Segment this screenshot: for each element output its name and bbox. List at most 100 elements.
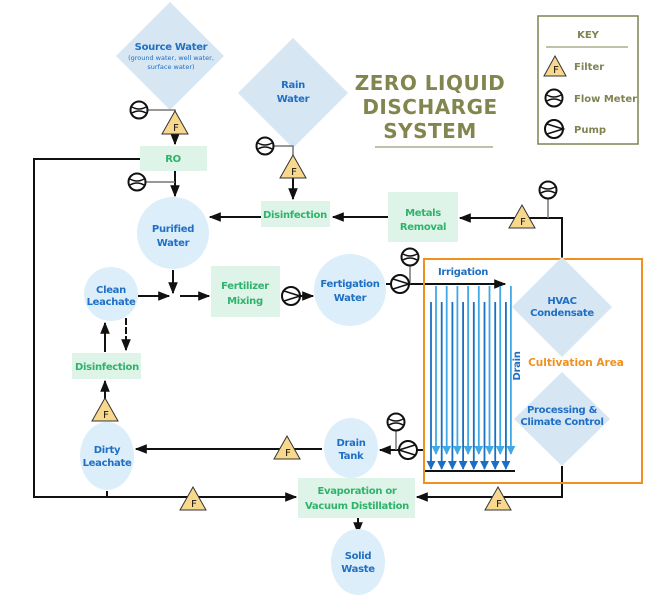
- processing-line-2: Climate Control: [520, 417, 603, 428]
- metals-removal-line-2: Removal: [400, 222, 446, 233]
- fertilizer-mixing-line-2: Mixing: [227, 296, 263, 307]
- ro-node: RO: [140, 146, 207, 171]
- flow-meter-hvac: [538, 180, 558, 218]
- fertilizer-mixing-node: Fertilizer Mixing: [211, 266, 280, 317]
- solid-waste-line-2: Waste: [341, 564, 375, 575]
- solid-waste-circle: [331, 529, 385, 595]
- solid-waste-node: Solid Waste: [331, 529, 385, 595]
- dirty-leachate-circle: [80, 422, 134, 490]
- key-filter-label: Filter: [574, 62, 604, 73]
- drain-tank-line-2: Tank: [339, 451, 364, 462]
- processing-climate-diamond: [514, 372, 610, 466]
- evaporation-line-1: Evaporation or: [317, 486, 396, 497]
- purified-water-line-1: Purified: [152, 224, 194, 235]
- filter-letter: F: [103, 410, 109, 421]
- rain-water-line-2: Water: [277, 94, 310, 105]
- flow-lines: [33, 133, 563, 535]
- filter-evaporation-left: F: [179, 485, 207, 511]
- title-line-2: DISCHARGE: [362, 95, 497, 119]
- key-pump-icon: [544, 119, 566, 139]
- key-filter-icon: F: [543, 54, 567, 77]
- hvac-line-1: HVAC: [547, 296, 576, 307]
- evaporation-line-2: Vacuum Distillation: [305, 501, 409, 512]
- filter-drain-tank: F: [273, 434, 301, 460]
- filter-letter: F: [285, 448, 291, 459]
- dirty-leachate-line-1: Dirty: [94, 445, 121, 456]
- disinfection-top-label: Disinfection: [263, 210, 327, 221]
- key-heading: KEY: [577, 30, 600, 41]
- filter-letter: F: [191, 499, 197, 510]
- irrigation-drip-lines: [426, 286, 516, 470]
- cultivation-area-border: [423, 258, 643, 484]
- clean-leachate-line-1: Clean: [96, 285, 126, 296]
- key-pump-label: Pump: [574, 125, 606, 136]
- line-ro-reject-to-evaporation: [33, 158, 298, 502]
- pump-drain: [396, 440, 418, 460]
- rain-water-node: Rain Water: [238, 38, 348, 148]
- key-flow-meter-icon: [544, 88, 564, 108]
- filter-hvac: F: [508, 203, 536, 229]
- solid-waste-line-1: Solid: [345, 551, 372, 562]
- clean-leachate-node: Clean Leachate: [84, 267, 138, 321]
- ro-box: [140, 146, 207, 171]
- disinfection-left-node: Disinfection: [72, 353, 141, 379]
- disinfection-left-box: [72, 353, 141, 379]
- dirty-leachate-line-2: Leachate: [83, 458, 132, 469]
- hvac-line-2: Condensate: [530, 308, 594, 319]
- source-water-sub-2: surface water): [147, 63, 194, 71]
- dirty-leachate-node: Dirty Leachate: [80, 422, 134, 490]
- filter-dirty-leachate: F: [91, 396, 119, 422]
- equipment-icons: F F F F F F F F: [91, 54, 567, 511]
- pump-irrigation: [390, 274, 412, 294]
- filter-letter: F: [291, 167, 297, 178]
- arrow-processing-to-evaporation: [415, 466, 563, 502]
- flow-meter-ro: [127, 172, 175, 192]
- key-flow-meter-label: Flow Meter: [574, 94, 637, 105]
- disinfection-top-box: [261, 201, 330, 227]
- title-line-3: SYSTEM: [383, 119, 477, 143]
- metals-removal-box: [388, 192, 458, 242]
- rain-water-diamond: [238, 38, 348, 148]
- filter-letter: F: [520, 217, 526, 228]
- drain-tank-line-1: Drain: [336, 438, 365, 449]
- filter-evaporation-right: F: [484, 485, 512, 511]
- source-water-node: Source Water (ground water, well water, …: [116, 2, 224, 110]
- title-line-1: ZERO LIQUID: [355, 71, 506, 95]
- disinfection-left-label: Disinfection: [75, 362, 139, 373]
- drain-label: Drain: [512, 351, 523, 380]
- metals-removal-line-1: Metals: [405, 208, 441, 219]
- pump-fertilizer: [281, 286, 303, 306]
- evaporation-box: [298, 478, 415, 518]
- hvac-condensate-diamond: [512, 257, 612, 357]
- fertilizer-mixing-line-1: Fertilizer: [221, 281, 269, 292]
- diagram-title: ZERO LIQUID DISCHARGE SYSTEM: [355, 71, 506, 148]
- fertigation-water-circle: [314, 254, 386, 326]
- drain-tank-circle: [324, 418, 378, 478]
- cultivation-area: Irrigation Drain HVAC Condensate Cultiva…: [423, 257, 643, 484]
- fertigation-water-line-1: Fertigation: [320, 279, 379, 290]
- metals-removal-node: Metals Removal: [388, 192, 458, 242]
- purified-water-line-2: Water: [157, 238, 190, 249]
- fertigation-water-line-2: Water: [334, 293, 367, 304]
- filter-source: F: [161, 109, 189, 135]
- source-water-title: Source Water: [135, 42, 208, 53]
- filter-rain: F: [279, 153, 307, 179]
- clean-leachate-circle: [84, 267, 138, 321]
- evaporation-node: Evaporation or Vacuum Distillation: [298, 478, 415, 518]
- purified-water-circle: [137, 197, 209, 269]
- filter-letter: F: [173, 123, 179, 134]
- purified-water-node: Purified Water: [137, 197, 209, 269]
- irrigation-label: Irrigation: [438, 267, 488, 278]
- processing-line-1: Processing &: [527, 405, 598, 416]
- source-water-diamond: [116, 2, 224, 110]
- disinfection-top-node: Disinfection: [261, 201, 330, 227]
- filter-letter: F: [496, 499, 502, 510]
- source-water-sub-1: (ground water, well water,: [128, 54, 214, 62]
- ro-label: RO: [165, 154, 181, 165]
- fertilizer-mixing-box: [211, 266, 280, 317]
- drain-tank-node: Drain Tank: [324, 418, 378, 478]
- flow-meter-rain: [255, 136, 294, 156]
- arrow-hvac-to-metals: [458, 213, 563, 258]
- filter-letter: F: [553, 65, 559, 76]
